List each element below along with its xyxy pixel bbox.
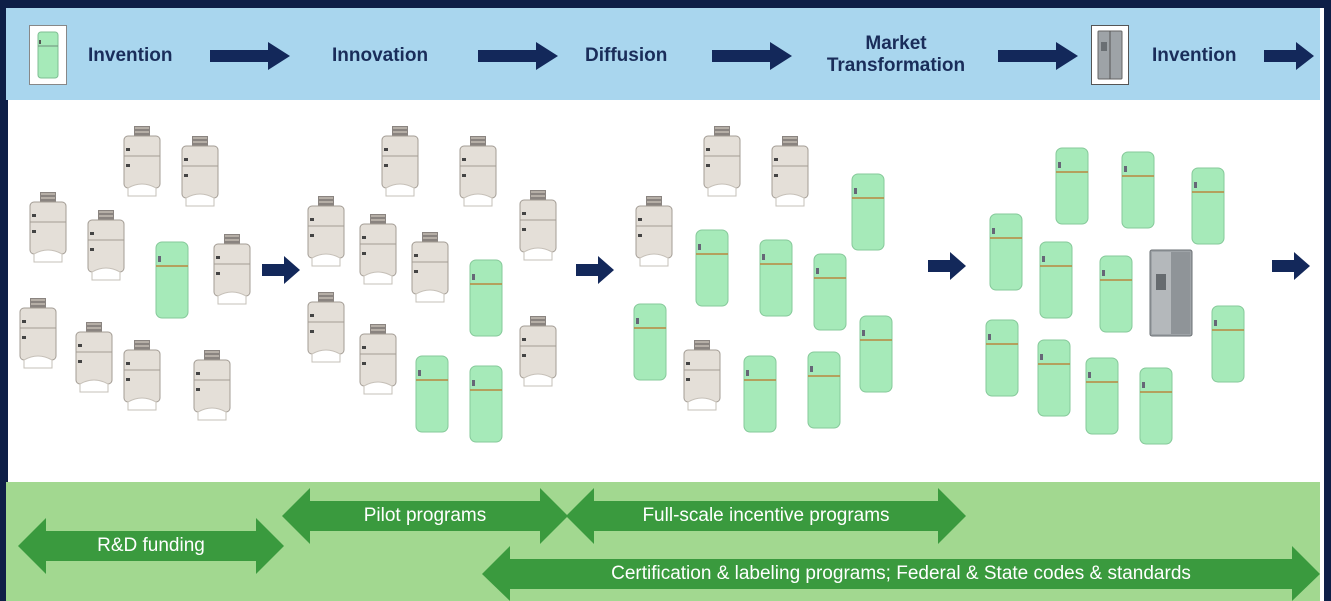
stage-diffusion: Diffusion	[585, 45, 668, 66]
certification-label: Certification & labeling programs; Feder…	[611, 563, 1191, 584]
pilot-label: Pilot programs	[363, 505, 487, 526]
stage-arrow-3	[712, 42, 792, 70]
stage-arrow-4	[998, 42, 1078, 70]
stage-arrow-1	[210, 42, 290, 70]
pilot-arrow	[282, 488, 568, 544]
stage-arrow-2	[478, 42, 558, 70]
group-4-fridges	[985, 147, 1245, 445]
stage-market-line2: Transformation	[826, 55, 966, 76]
stage-invention-2: Invention	[1152, 45, 1237, 66]
group-3-fridges	[633, 125, 893, 433]
rd-label: R&D funding	[97, 535, 205, 556]
modern-fridge-icon	[1091, 25, 1129, 85]
rd-arrow	[18, 518, 284, 574]
group-arrow-4	[1272, 252, 1310, 280]
fullscale-label: Full-scale incentive programs	[642, 505, 890, 526]
group-arrow-2	[576, 256, 614, 284]
group-2-fridges	[307, 125, 557, 443]
fullscale-arrow	[566, 488, 966, 544]
group-arrow-3	[928, 252, 966, 280]
stage-market-line1: Market	[865, 33, 927, 54]
group-1-fridges	[19, 125, 251, 421]
certification-arrow	[482, 546, 1320, 601]
group-arrow-1	[262, 256, 300, 284]
old-fridge-icon	[29, 25, 67, 85]
stage-market-transformation: Market Transformation	[816, 33, 976, 77]
stage-innovation: Innovation	[332, 45, 429, 66]
stage-invention-1: Invention	[88, 45, 173, 66]
stage-arrow-5	[1264, 42, 1314, 70]
